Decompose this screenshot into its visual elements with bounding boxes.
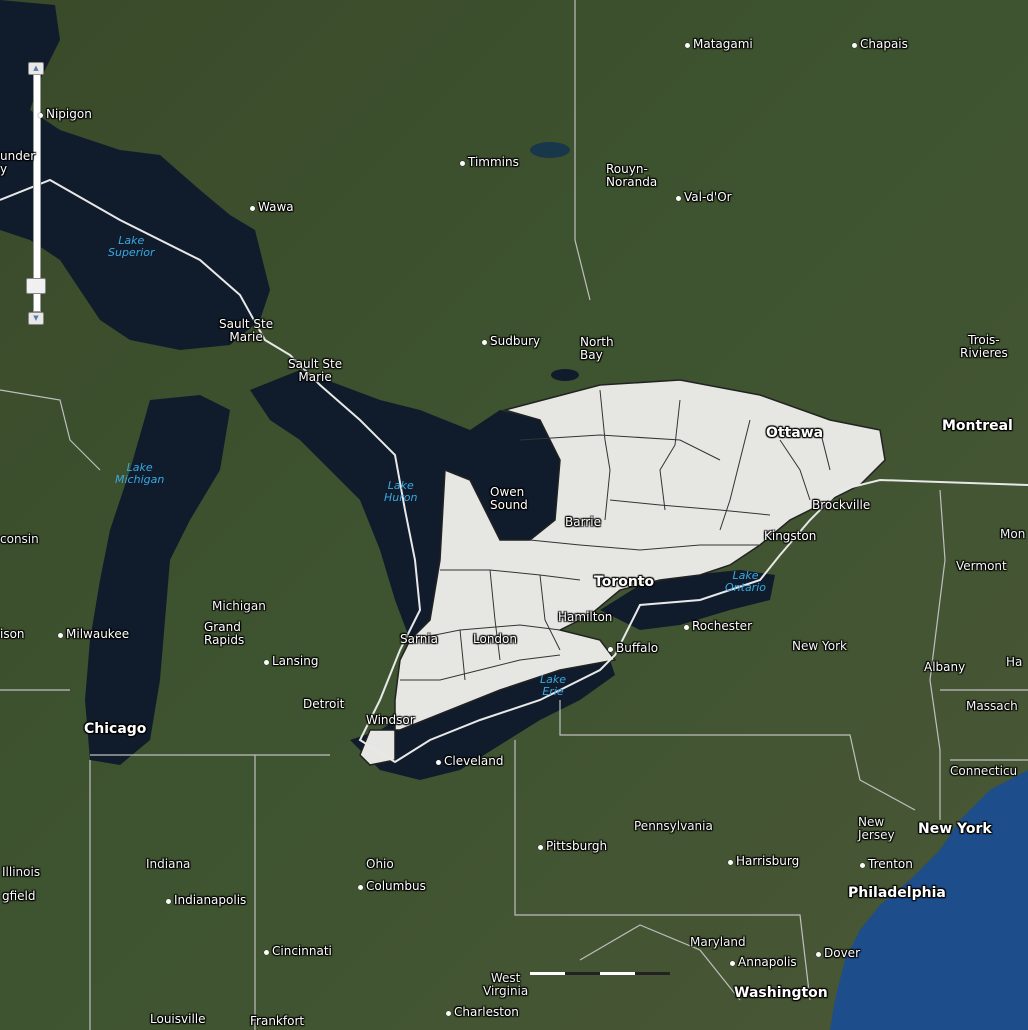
state-label-massachusetts: Massach xyxy=(966,699,1018,713)
city-label-columbus: Columbus xyxy=(358,879,426,893)
city-label-harrisburg: Harrisburg xyxy=(727,854,800,868)
state-label-vermont: Vermont xyxy=(956,559,1007,573)
city-label-windsor: Windsor xyxy=(366,713,415,727)
lake-michigan xyxy=(85,395,230,765)
city-label-wawa: Wawa xyxy=(250,200,294,214)
city-label-thunder-bay: under y xyxy=(0,149,36,176)
city-label-matagami: Matagami xyxy=(685,37,753,51)
city-label-nipigon: Nipigon xyxy=(38,107,92,121)
city-label-london: London xyxy=(473,632,517,646)
city-label-brockville: Brockville xyxy=(812,498,871,512)
city-label-sudbury: Sudbury xyxy=(481,334,541,348)
state-label-maine: Mon xyxy=(1000,527,1026,541)
city-label-montreal: Montreal xyxy=(942,418,1013,434)
scale-bar xyxy=(530,972,670,978)
state-label-new-hampshire: Ha xyxy=(1006,655,1023,669)
city-label-philadelphia: Philadelphia xyxy=(848,885,946,901)
city-label-ottawa: Ottawa xyxy=(766,425,824,441)
city-label-sault-ste-marie-on: Sault Ste Marie xyxy=(219,317,274,344)
borders xyxy=(0,178,1028,764)
city-label-springfield: gfield xyxy=(2,889,36,903)
city-label-hamilton: Hamilton xyxy=(558,610,613,624)
state-label-ohio: Ohio xyxy=(366,857,394,871)
state-label-new-york: New York xyxy=(792,639,847,653)
city-label-lansing: Lansing xyxy=(263,654,319,668)
city-label-new-york-city: New York xyxy=(918,821,992,837)
lake-michigan-label: Lake Michigan xyxy=(115,461,165,486)
city-label-cleveland: Cleveland xyxy=(436,754,504,768)
lake-ontario xyxy=(600,570,775,630)
lake-ontario-label: Lake Ontario xyxy=(725,569,766,594)
city-label-washington: Washington xyxy=(734,985,828,1001)
state-label-indiana: Indiana xyxy=(146,857,191,871)
county-boundaries xyxy=(400,389,831,681)
city-label-north-bay: North Bay xyxy=(580,335,614,362)
city-label-trois-rivieres: Trois- Rivieres xyxy=(960,333,1008,360)
southern-ontario-highlight xyxy=(359,379,886,766)
city-label-barrie: Barrie xyxy=(565,515,601,529)
atlantic-ocean xyxy=(830,770,1028,1030)
city-label-annapolis: Annapolis xyxy=(730,955,797,969)
city-label-buffalo: Buffalo xyxy=(607,641,659,655)
city-label-chapais: Chapais xyxy=(852,37,908,51)
city-label-trenton: Trenton xyxy=(860,857,913,871)
city-label-grand-rapids: Grand Rapids xyxy=(204,620,245,647)
small-lake xyxy=(551,369,579,381)
zoom-slider-track[interactable] xyxy=(33,74,41,312)
scale-bar-segment xyxy=(565,972,600,975)
state-label-pennsylvania: Pennsylvania xyxy=(634,819,713,833)
city-label-sarnia: Sarnia xyxy=(400,632,438,646)
lake-huron-label: Lake Huron xyxy=(384,479,418,504)
state-label-illinois: Illinois xyxy=(2,865,41,879)
scale-bar-segment xyxy=(635,972,670,975)
city-label-rouyn-noranda: Rouyn- Noranda xyxy=(606,162,658,189)
city-label-pittsburgh: Pittsburgh xyxy=(537,839,608,853)
scale-bar-segment xyxy=(530,972,565,975)
zoom-slider-thumb[interactable] xyxy=(26,278,46,294)
city-label-indianapolis: Indianapolis xyxy=(165,893,247,907)
state-label-new-jersey: New Jersey xyxy=(858,815,895,842)
city-label-milwaukee: Milwaukee xyxy=(57,627,130,641)
city-label-charleston: Charleston xyxy=(446,1005,519,1019)
zoom-out-button[interactable]: ▼ xyxy=(28,312,44,325)
city-label-owen-sound: Owen Sound xyxy=(490,485,528,512)
city-label-albany: Albany xyxy=(924,660,966,674)
state-label-maryland: Maryland xyxy=(690,935,746,949)
zoom-in-arrow-icon: ▲ xyxy=(33,64,39,72)
city-label-chicago: Chicago xyxy=(84,721,147,737)
city-label-frankfort: Frankfort xyxy=(250,1014,305,1028)
zoom-out-arrow-icon: ▼ xyxy=(33,314,39,322)
state-label-michigan: Michigan xyxy=(212,599,266,613)
small-lake xyxy=(530,142,570,158)
lake-erie-label: Lake Erie xyxy=(540,673,567,698)
city-label-kingston: Kingston xyxy=(764,529,817,543)
state-label-connecticut: Connecticu xyxy=(950,764,1018,778)
city-label-toronto: Toronto xyxy=(594,574,655,590)
zoom-control: ▲ ▼ xyxy=(26,60,46,326)
state-label-wisconsin: consin xyxy=(0,532,39,546)
city-label-dover: Dover xyxy=(816,946,860,960)
city-label-sault-ste-marie-mi: Sault Ste Marie xyxy=(288,357,343,384)
city-label-rochester: Rochester xyxy=(684,619,752,633)
city-label-madison: ison xyxy=(0,627,25,641)
city-label-detroit: Detroit xyxy=(303,697,345,711)
city-label-cincinnati: Cincinnati xyxy=(264,944,332,958)
scale-bar-segment xyxy=(600,972,635,975)
city-label-timmins: Timmins xyxy=(460,155,519,169)
city-label-val-dor: Val-d'Or xyxy=(676,190,732,204)
lake-superior-label: Lake Superior xyxy=(108,234,155,259)
state-label-west-virginia: West Virginia xyxy=(483,971,529,998)
city-label-louisville: Louisville xyxy=(150,1012,206,1026)
